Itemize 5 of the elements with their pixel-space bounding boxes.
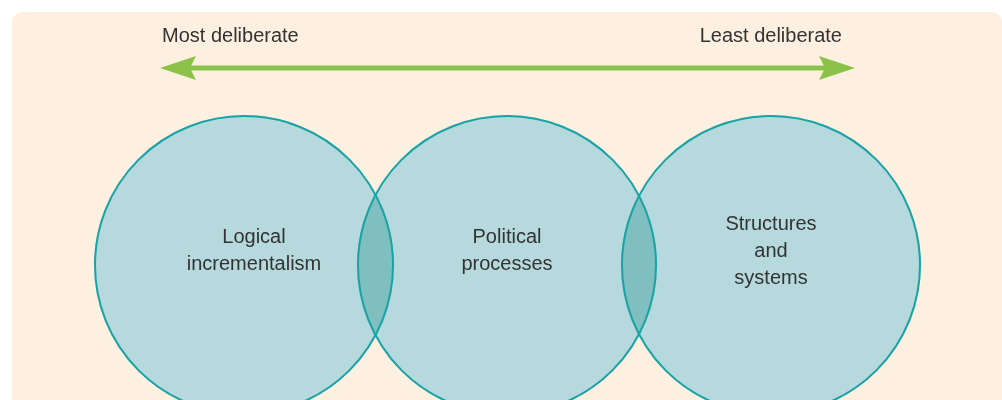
scale-label: Least deliberate [699,23,842,48]
circle-label: Structures and systems [724,210,818,290]
scale-label: Most deliberate [162,23,299,48]
circle-label: Political processes [460,224,554,276]
circle-label: Logical incrementalism [185,224,323,276]
